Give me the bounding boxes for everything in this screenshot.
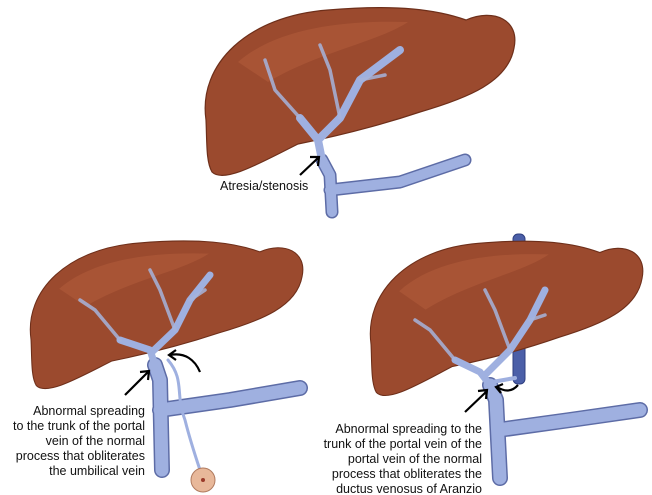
arrow <box>299 155 321 176</box>
panel-atresia: Atresia/stenosis <box>204 7 516 219</box>
liver <box>204 7 516 177</box>
svg-text:process that obliterates the: process that obliterates the <box>332 467 482 481</box>
curved-arrow <box>494 382 519 394</box>
arrow <box>464 388 489 413</box>
curved-arrow <box>167 349 202 373</box>
portal-vein <box>413 286 648 486</box>
portal-vein <box>78 268 308 478</box>
svg-text:the umbilical vein: the umbilical vein <box>49 464 145 478</box>
panel-ductus-venosus: Abnormal spreading to the trunk of the p… <box>324 233 648 495</box>
portal-vein <box>263 43 472 219</box>
panel-umbilical-vein: Abnormal spreading to the trunk of the p… <box>13 240 308 493</box>
liver <box>369 240 644 397</box>
umbilicus-icon <box>190 467 216 493</box>
liver <box>29 240 304 390</box>
svg-text:Abnormal spreading: Abnormal spreading <box>33 404 145 418</box>
arrow <box>124 369 151 396</box>
label-ductus-venosus: Abnormal spreading to the trunk of the p… <box>324 422 482 495</box>
svg-text:process that obliterates: process that obliterates <box>16 449 145 463</box>
svg-text:vein of the normal: vein of the normal <box>46 434 145 448</box>
svg-text:portal vein of the normal: portal vein of the normal <box>348 452 482 466</box>
label-atresia: Atresia/stenosis <box>220 179 308 193</box>
svg-text:ductus venosus of Aranzio: ductus venosus of Aranzio <box>336 482 482 495</box>
svg-text:trunk of the portal vein of th: trunk of the portal vein of the <box>324 437 482 451</box>
label-umbilical-vein: Abnormal spreading to the trunk of the p… <box>13 404 145 478</box>
svg-text:Abnormal spreading to the: Abnormal spreading to the <box>335 422 482 436</box>
svg-text:to the trunk of the portal: to the trunk of the portal <box>13 419 145 433</box>
